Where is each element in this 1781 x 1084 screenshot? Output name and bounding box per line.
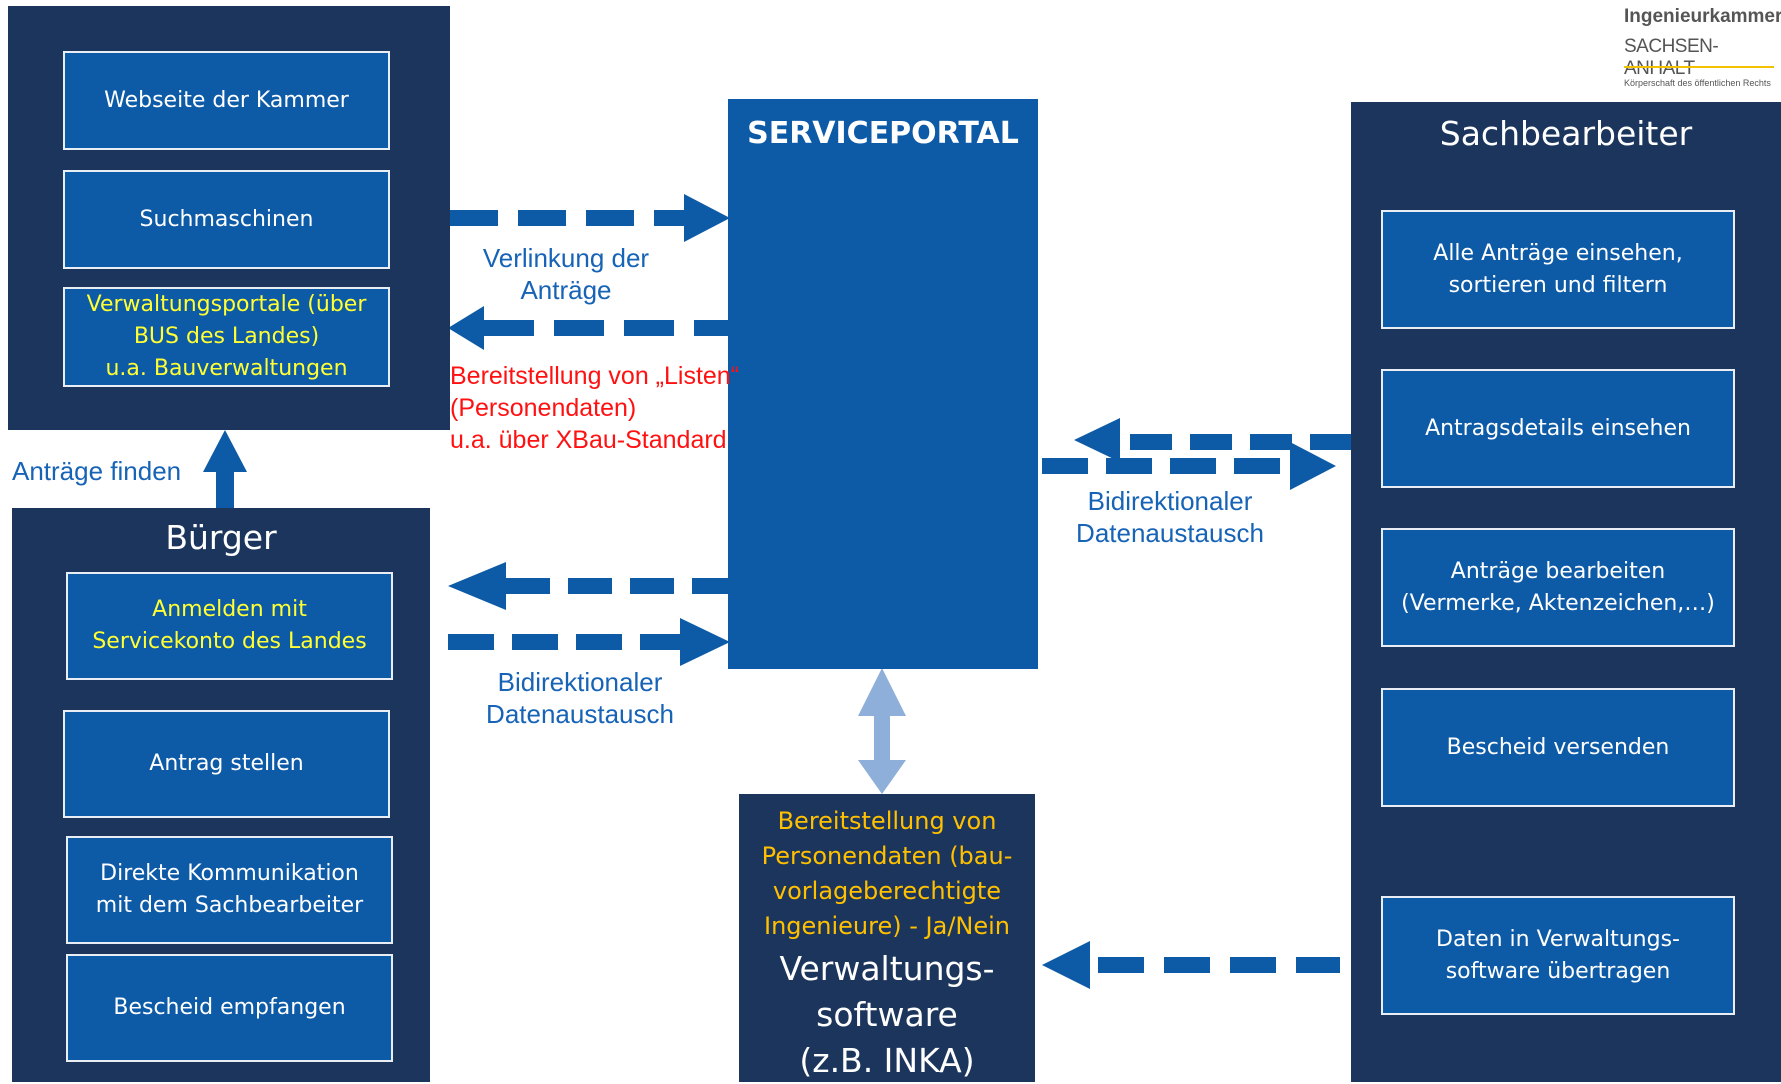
verwaltungssoftware-panel [739, 794, 1035, 1082]
box-anmelden-servicekonto: Anmelden mit Servicekonto des Landes [66, 572, 393, 680]
box-verwaltungsportale: Verwaltungsportale (über BUS des Landes)… [63, 287, 390, 387]
label-bidirektional-right: Bidirektionaler Datenaustausch [1076, 486, 1264, 548]
serviceportal-title: SERVICEPORTAL [747, 116, 1019, 151]
label-bereitstellung-listen: Bereitstellung von „Listen“ (Personendat… [450, 362, 740, 454]
label-verlinkung: Verlinkung der Anträge [482, 243, 650, 305]
box-bescheid-versenden: Bescheid versenden [1381, 688, 1735, 807]
verwaltungssoftware-highlight: Bereitstellung von Personendaten (bau- v… [761, 807, 1013, 940]
box-alle-antraege-einsehen: Alle Anträge einsehen, sortieren und fil… [1381, 210, 1735, 329]
label-antraege-finden: Anträge finden [12, 456, 182, 486]
buerger-title: Bürger [165, 518, 277, 557]
box-bescheid-empfangen: Bescheid empfangen [66, 954, 393, 1062]
logo-line-3: Körperschaft des öffentlichen Rechts [1624, 78, 1771, 88]
logo: Ingenieurkammer SACHSEN-ANHALT Körpersch… [1610, 2, 1781, 104]
label-bidirektional-left: Bidirektionaler Datenaustausch [486, 667, 674, 729]
box-suchmaschinen: Suchmaschinen [63, 170, 390, 269]
box-direkte-kommunikation: Direkte Kommunikation mit dem Sachbearbe… [66, 836, 393, 944]
arrow-listen-left [448, 306, 728, 350]
arrow-portal-right [1042, 442, 1336, 490]
arrow-sachbearbeiter-left [1074, 418, 1352, 462]
arrow-verlinkung-right [450, 194, 730, 242]
arrow-software-left [1042, 941, 1340, 989]
box-daten-uebertragen: Daten in Verwaltungs- software übertrage… [1381, 896, 1735, 1015]
box-antraege-bearbeiten: Anträge bearbeiten (Vermerke, Aktenzeich… [1381, 528, 1735, 647]
box-webseite-der-kammer: Webseite der Kammer [63, 51, 390, 150]
logo-divider [1624, 66, 1774, 68]
verwaltungssoftware-title: Verwaltungs- software (z.B. INKA) [779, 949, 995, 1080]
sachbearbeiter-title: Sachbearbeiter [1439, 114, 1693, 153]
arrow-buerger-left [448, 562, 728, 610]
logo-line-1: Ingenieurkammer [1624, 6, 1781, 27]
arrow-portal-software-bidirectional [858, 668, 906, 794]
arrow-antraege-finden-up [203, 430, 247, 510]
box-antragsdetails-einsehen: Antragsdetails einsehen [1381, 369, 1735, 488]
logo-line-2: SACHSEN-ANHALT [1624, 36, 1719, 79]
serviceportal-box [728, 99, 1038, 669]
arrow-buerger-right [448, 618, 730, 666]
box-antrag-stellen: Antrag stellen [63, 710, 390, 818]
